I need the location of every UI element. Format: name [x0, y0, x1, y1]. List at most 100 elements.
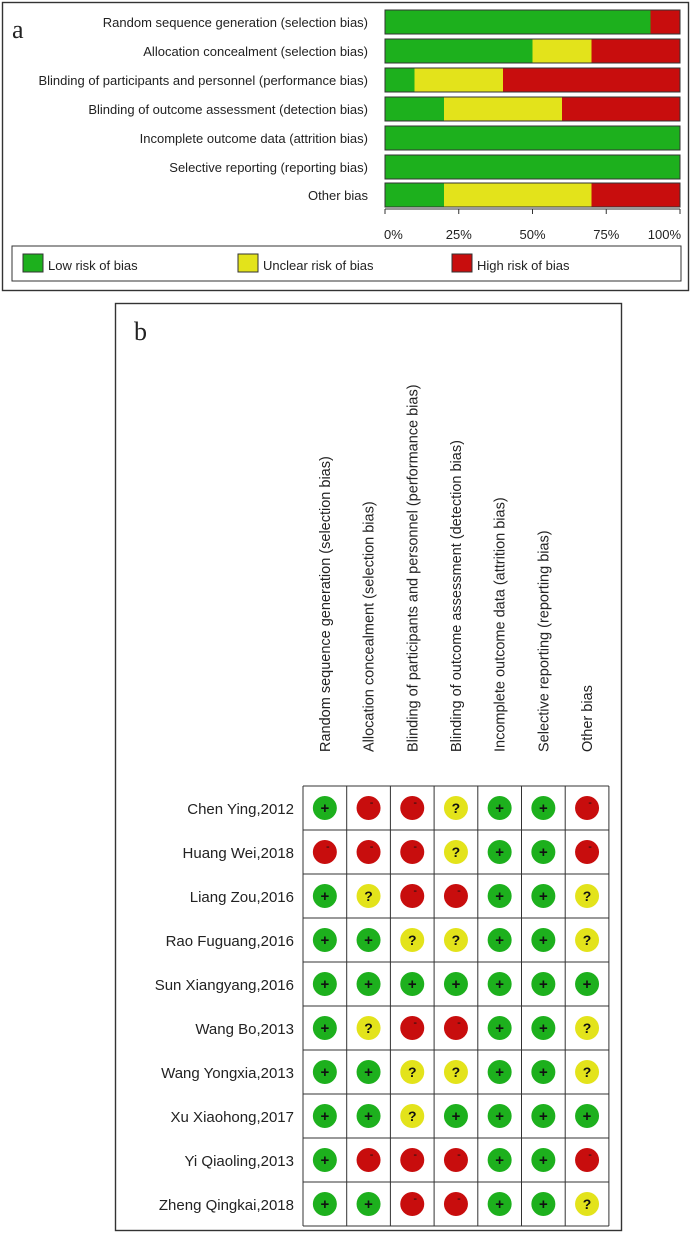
column-header: Allocation concealment (selection bias)	[362, 501, 378, 752]
rating-symbol: +	[539, 1108, 548, 1125]
rating-circle	[531, 1192, 556, 1216]
rating-symbol: ?	[452, 1064, 461, 1080]
rating-circle	[356, 1060, 381, 1084]
rating-symbol: -	[370, 797, 374, 809]
rating-symbol: +	[539, 1196, 548, 1213]
rating-circle	[443, 972, 468, 996]
legend-label: Unclear risk of bias	[263, 258, 374, 273]
rating-symbol: +	[495, 844, 504, 861]
rating-circle	[487, 928, 512, 952]
rating-circle	[531, 1104, 556, 1128]
rating-symbol: +	[364, 1196, 373, 1213]
rating-circle	[400, 1016, 425, 1040]
bar-segment	[562, 97, 680, 121]
rating-symbol: ?	[583, 1064, 592, 1080]
rating-symbol: +	[539, 1152, 548, 1169]
bar-segment	[444, 183, 592, 207]
rating-symbol: ?	[452, 800, 461, 816]
rating-circle	[400, 1060, 425, 1084]
study-label: Wang Bo,2013	[195, 1021, 294, 1038]
rating-circle	[575, 1192, 600, 1216]
bar-segment	[385, 68, 415, 92]
category-label: Blinding of participants and personnel (…	[38, 73, 368, 88]
rating-circle	[575, 884, 600, 908]
study-label: Yi Qiaoling,2013	[184, 1153, 294, 1170]
column-header: Blinding of outcome assessment (detectio…	[449, 440, 465, 752]
column-header: Selective reporting (reporting bias)	[536, 530, 552, 752]
rating-symbol: +	[495, 1152, 504, 1169]
rating-circle	[312, 884, 337, 908]
risk-of-bias-table: Random sequence generation (selection bi…	[155, 384, 610, 1227]
study-label: Chen Ying,2012	[187, 801, 294, 818]
rating-circle	[531, 1060, 556, 1084]
rating-circle	[487, 1104, 512, 1128]
x-tick-label: 50%	[519, 227, 545, 242]
rating-symbol: +	[583, 1108, 592, 1125]
rating-symbol: -	[326, 841, 330, 853]
bar-segment	[591, 183, 680, 207]
bar-segment	[385, 183, 444, 207]
rating-symbol: -	[413, 1193, 417, 1205]
bar-segment	[532, 39, 592, 63]
rating-circle	[312, 1148, 337, 1172]
x-tick-label: 25%	[446, 227, 472, 242]
rating-circle	[312, 796, 337, 820]
bar-outline	[384, 154, 681, 180]
rating-circle	[575, 928, 600, 952]
bar-segment	[503, 68, 680, 92]
rating-circle	[356, 1104, 381, 1128]
rating-symbol: -	[370, 841, 374, 853]
legend-swatch	[451, 253, 473, 273]
x-tick-label: 100%	[648, 227, 682, 242]
rating-symbol: +	[320, 1108, 329, 1125]
rating-circle	[487, 840, 512, 864]
bar-outline	[384, 38, 681, 64]
rating-circle	[400, 796, 425, 820]
rating-symbol: +	[495, 1108, 504, 1125]
rating-circle	[531, 928, 556, 952]
bar-segment	[385, 10, 651, 34]
category-label: Random sequence generation (selection bi…	[103, 15, 368, 30]
rating-circle	[575, 840, 600, 864]
bar-outline	[384, 182, 681, 208]
rating-circle	[443, 1016, 468, 1040]
rating-symbol: +	[452, 1108, 461, 1125]
rating-symbol: +	[539, 888, 548, 905]
rating-circle	[356, 1192, 381, 1216]
category-label: Allocation concealment (selection bias)	[143, 44, 368, 59]
rating-circle	[400, 1104, 425, 1128]
rating-circle	[356, 1148, 381, 1172]
panel-b-frame	[114, 302, 623, 1232]
rating-circle	[356, 928, 381, 952]
rating-symbol: +	[539, 1064, 548, 1081]
study-label: Xu Xiaohong,2017	[171, 1109, 294, 1126]
rating-symbol: +	[495, 1020, 504, 1037]
rating-circle	[312, 1016, 337, 1040]
rating-circle	[531, 1148, 556, 1172]
rating-circle	[487, 1016, 512, 1040]
category-label: Incomplete outcome data (attrition bias)	[140, 131, 368, 146]
category-label: Selective reporting (reporting bias)	[169, 160, 368, 175]
panel-a-label: a	[12, 15, 24, 44]
rating-circle	[487, 796, 512, 820]
panel-b-label: b	[134, 317, 147, 346]
rating-circle	[443, 928, 468, 952]
bar-segment	[591, 39, 680, 63]
category-label: Other bias	[308, 188, 368, 203]
rating-circle	[531, 972, 556, 996]
rating-circle	[443, 840, 468, 864]
bar-segment	[650, 10, 680, 34]
rating-symbol: +	[364, 1108, 373, 1125]
rating-circle	[575, 972, 600, 996]
rating-circle	[443, 1060, 468, 1084]
rating-circle	[487, 884, 512, 908]
rating-symbol: -	[588, 841, 592, 853]
rating-symbol: +	[539, 976, 548, 993]
column-header: Random sequence generation (selection bi…	[318, 456, 334, 752]
rating-symbol: -	[413, 885, 417, 897]
rating-symbol: +	[539, 1020, 548, 1037]
rating-circle	[531, 1016, 556, 1040]
study-label: Liang Zou,2016	[190, 889, 294, 906]
rating-circle	[356, 972, 381, 996]
